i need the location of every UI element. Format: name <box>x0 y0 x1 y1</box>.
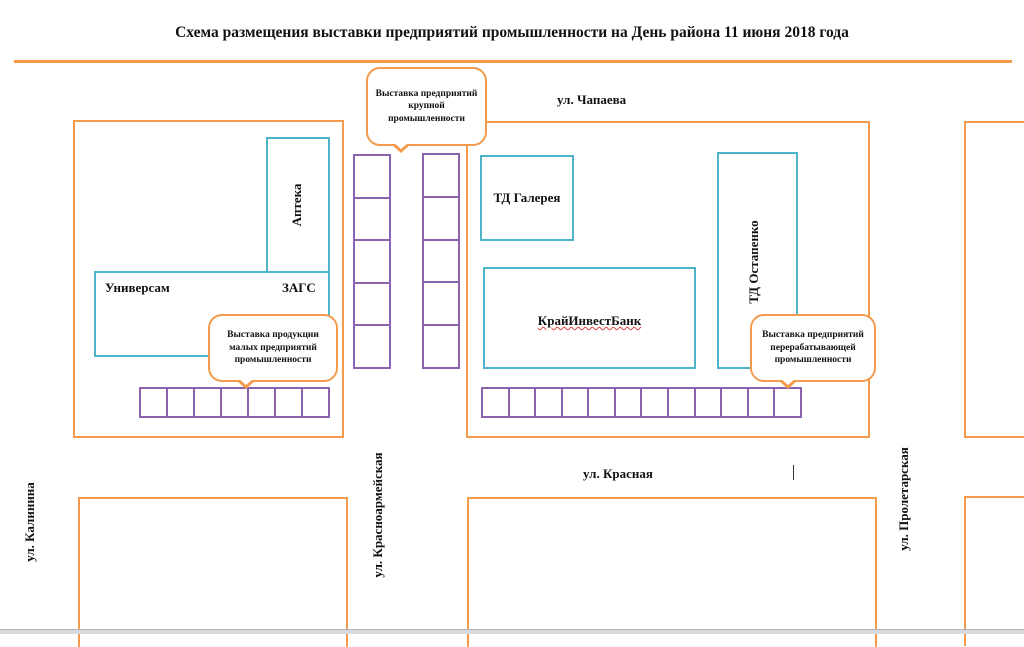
stall <box>424 283 458 327</box>
city-block-left <box>73 120 344 438</box>
stall <box>424 326 458 367</box>
title-divider <box>14 60 1012 63</box>
callout-small-industry: Выставка продукции малых предприятий про… <box>208 314 338 382</box>
stall <box>303 389 328 416</box>
stall <box>168 389 195 416</box>
stall <box>276 389 303 416</box>
street-krasnaya: ул. Красная <box>583 466 653 481</box>
stall <box>424 198 458 241</box>
building-label: ТД Галерея <box>493 190 561 205</box>
street-krasnoarmeyskaya: ул. Красноармейская <box>370 452 385 578</box>
building-label: Универсам <box>105 280 170 295</box>
city-block-right <box>964 121 1024 438</box>
stall <box>249 389 276 416</box>
callout-text: Выставка продукции малых предприятий про… <box>227 330 319 366</box>
building-apteka: Аптека <box>266 137 330 273</box>
stall <box>749 389 776 416</box>
stall <box>510 389 537 416</box>
street-chapaeva: ул. Чапаева <box>557 92 627 107</box>
building-label: КрайИнвестБанк <box>537 313 642 328</box>
stalls-column-left <box>353 154 391 369</box>
stall <box>195 389 222 416</box>
city-block-bottom-right <box>964 496 1024 646</box>
stall <box>616 389 643 416</box>
stalls-row-right <box>481 387 802 418</box>
stall <box>222 389 249 416</box>
text-cursor <box>793 465 794 480</box>
window-bottom-edge <box>0 629 1024 634</box>
building-label: Аптека <box>289 183 304 227</box>
stall <box>355 156 389 199</box>
street-proletarskaya: ул. Пролетарская <box>896 447 911 551</box>
stall <box>696 389 723 416</box>
city-block-bottom-left <box>78 497 348 647</box>
callout-text: Выставка предприятий перерабатывающей пр… <box>762 330 864 366</box>
city-block-bottom-center <box>467 497 877 647</box>
page-title: Схема размещения выставки предприятий пр… <box>175 24 849 41</box>
stall <box>536 389 563 416</box>
street-kalinina: ул. Калинина <box>22 482 37 562</box>
building-kraiinvestbank: КрайИнвестБанк <box>483 267 696 369</box>
stall <box>141 389 168 416</box>
callout-large-industry: Выставка предприятий крупной промышленно… <box>366 67 487 146</box>
stall <box>424 241 458 284</box>
stalls-row-left <box>139 387 330 418</box>
building-galereya: ТД Галерея <box>480 155 574 241</box>
stall <box>642 389 670 416</box>
callout-pointer <box>236 378 256 389</box>
stall <box>355 284 389 327</box>
city-block-center <box>466 121 870 438</box>
stall <box>483 389 510 416</box>
callout-processing-industry: Выставка предприятий перерабатывающей пр… <box>750 314 876 382</box>
building-label-zags: ЗАГС <box>282 280 316 295</box>
stall <box>589 389 616 416</box>
stall <box>355 199 389 242</box>
building-label: ТД Остапенко <box>746 220 761 304</box>
callout-text: Выставка предприятий крупной промышленно… <box>375 88 478 124</box>
stall <box>669 389 696 416</box>
stall <box>722 389 749 416</box>
callout-pointer <box>778 378 798 389</box>
stall <box>355 326 389 367</box>
stalls-column-right <box>422 153 460 369</box>
callout-pointer <box>391 142 411 153</box>
stall <box>424 155 458 198</box>
stall <box>563 389 590 416</box>
stall <box>775 389 800 416</box>
stall <box>355 241 389 284</box>
